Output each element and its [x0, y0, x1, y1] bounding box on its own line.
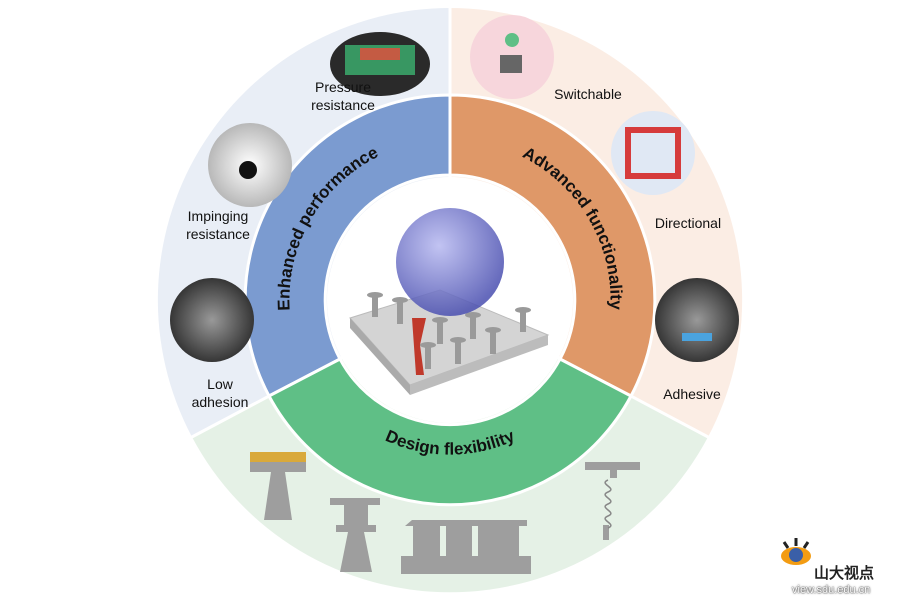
low-adhesion-image — [170, 278, 254, 362]
ring-design-flexibility — [266, 356, 634, 507]
watermark-name: 山大视点 — [814, 564, 875, 582]
label-directional: Directional — [655, 215, 721, 231]
watermark: 山大视点 view.sdu.edu.cn — [778, 536, 898, 600]
center-surface-illustration — [349, 208, 550, 395]
ring-enhanced-performance — [243, 93, 452, 399]
design-structures — [250, 452, 640, 574]
eye-logo-icon — [781, 538, 811, 565]
directional-image — [611, 111, 695, 195]
label-switchable: Switchable — [554, 86, 622, 102]
adhesive-image — [655, 278, 739, 362]
ring-advanced-functionality — [448, 93, 657, 399]
label-adhesive: Adhesive — [663, 386, 721, 402]
spring-icon — [604, 479, 612, 529]
watermark-url: view.sdu.edu.cn — [792, 584, 871, 596]
